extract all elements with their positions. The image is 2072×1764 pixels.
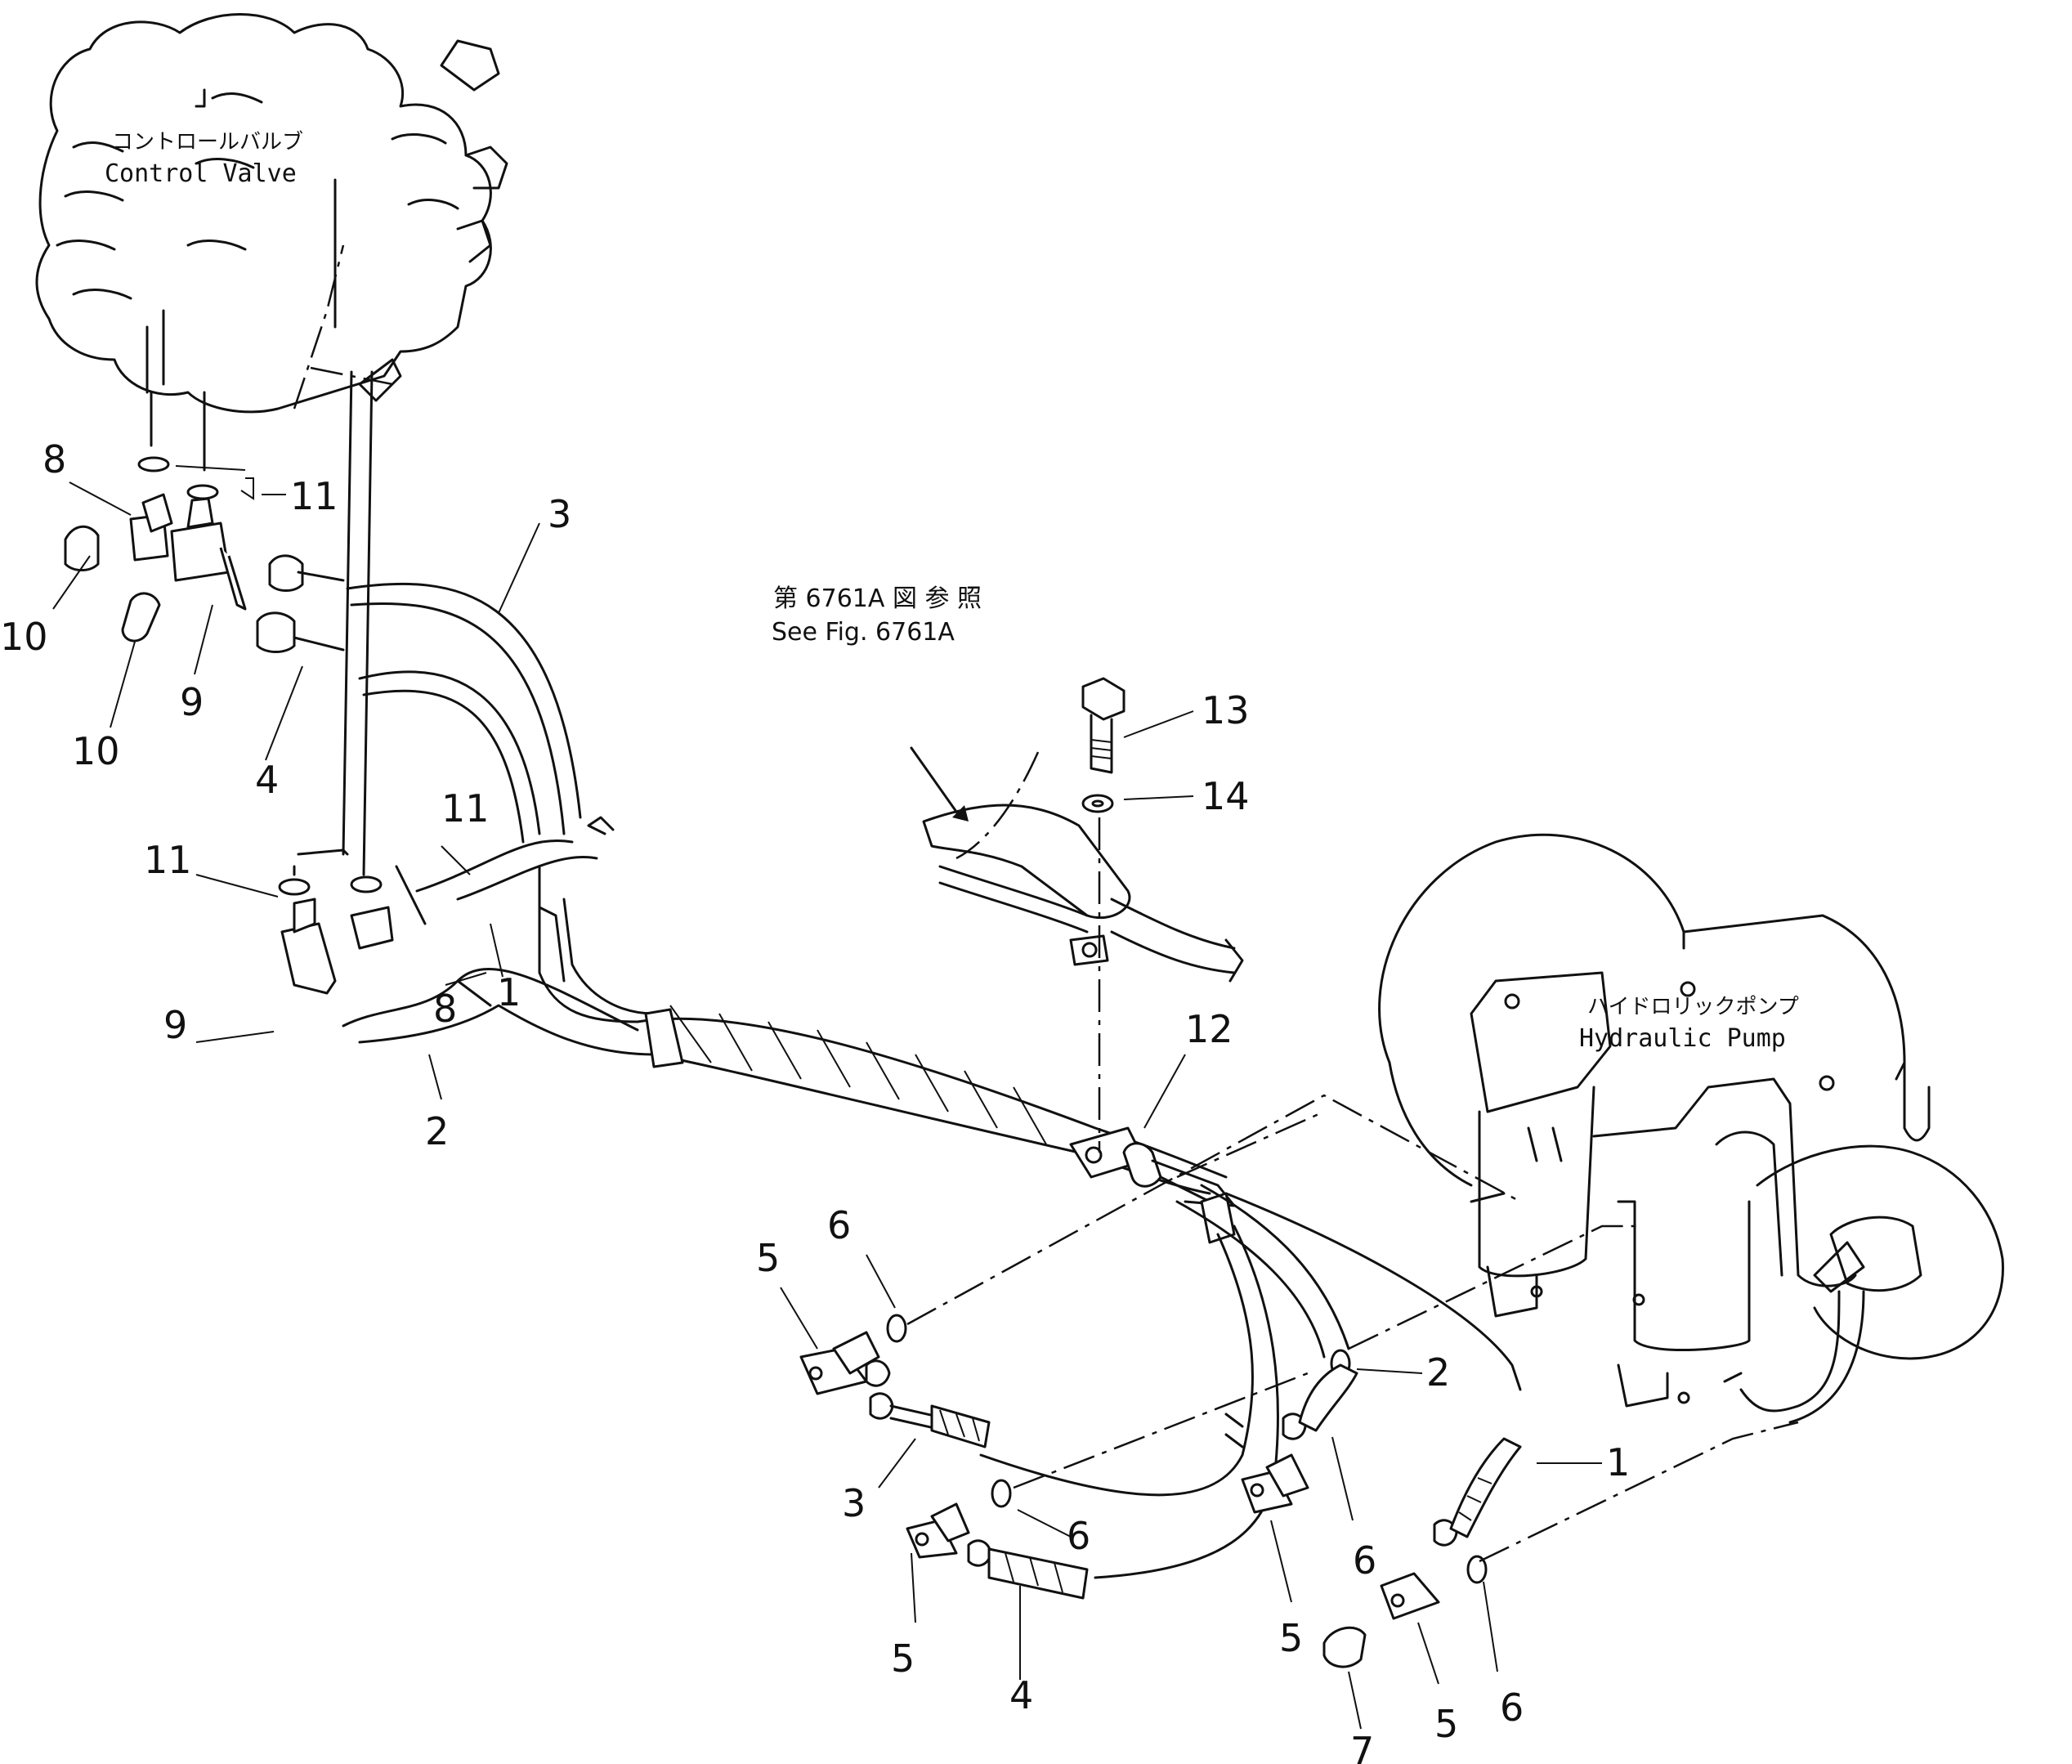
- callout-10: 10: [0, 615, 48, 659]
- callout-2: 2: [1426, 1350, 1450, 1395]
- leader-lines: [52, 481, 1602, 1730]
- callout-3: 3: [548, 492, 571, 536]
- hose-bundle: [342, 582, 1228, 1195]
- callout-11: 11: [441, 786, 490, 831]
- reference-figure: [910, 746, 1244, 983]
- callout-9: 9: [163, 1003, 187, 1047]
- reference-note-en: See Fig. 6761A: [772, 618, 955, 647]
- callout-6: 6: [827, 1203, 851, 1247]
- callout-5: 5: [1434, 1702, 1458, 1746]
- callout-1: 1: [1606, 1440, 1630, 1484]
- callout-5: 5: [756, 1236, 780, 1280]
- callout-6: 6: [1500, 1686, 1524, 1730]
- callout-7: 7: [1350, 1729, 1374, 1764]
- hydraulic-pump: ハイドロリックポンプ Hydraulic Pump: [1378, 833, 2004, 1424]
- pilot-lines: [150, 370, 374, 876]
- bolt-13: [1081, 677, 1126, 774]
- centerlines: [906, 1094, 1799, 1563]
- hydraulic-pump-label-jp: ハイドロリックポンプ: [1587, 995, 1799, 1019]
- o-rings-top: [137, 456, 383, 896]
- callout-6: 6: [1353, 1538, 1376, 1583]
- callout-12: 12: [1185, 1007, 1233, 1051]
- callout-9: 9: [180, 680, 204, 724]
- fittings-top-left: [64, 493, 394, 995]
- callout-8: 8: [433, 987, 457, 1031]
- callout-3: 3: [842, 1481, 866, 1525]
- callout-5: 5: [891, 1636, 915, 1681]
- washer-14: [1081, 794, 1114, 813]
- hydraulic-pump-label-en: Hydraulic Pump: [1579, 1024, 1786, 1053]
- fittings-lower: [799, 1314, 1522, 1668]
- control-valve-label-en: Control Valve: [105, 159, 297, 188]
- reference-note-jp: 第 6761A 図 参 照: [773, 584, 982, 613]
- callout-numbers: 8 11 10 9 10 4 3 11 11 1 9 8 2 13 14 12 …: [0, 437, 1630, 1764]
- control-valve-label-jp: コントロールバルブ: [112, 130, 303, 154]
- callout-14: 14: [1202, 774, 1250, 818]
- callout-11: 11: [290, 474, 338, 518]
- callout-8: 8: [43, 437, 66, 481]
- callout-6: 6: [1067, 1514, 1090, 1558]
- callout-4: 4: [255, 758, 279, 802]
- callout-13: 13: [1202, 688, 1250, 732]
- callout-10: 10: [72, 729, 120, 773]
- callout-11: 11: [144, 838, 192, 882]
- control-valve: コントロールバルブ Control Valve: [35, 13, 508, 414]
- callout-2: 2: [425, 1109, 449, 1153]
- callout-5: 5: [1279, 1616, 1303, 1660]
- callout-1: 1: [497, 970, 521, 1014]
- callout-4: 4: [1009, 1673, 1033, 1717]
- clamp-12: [1069, 1126, 1236, 1244]
